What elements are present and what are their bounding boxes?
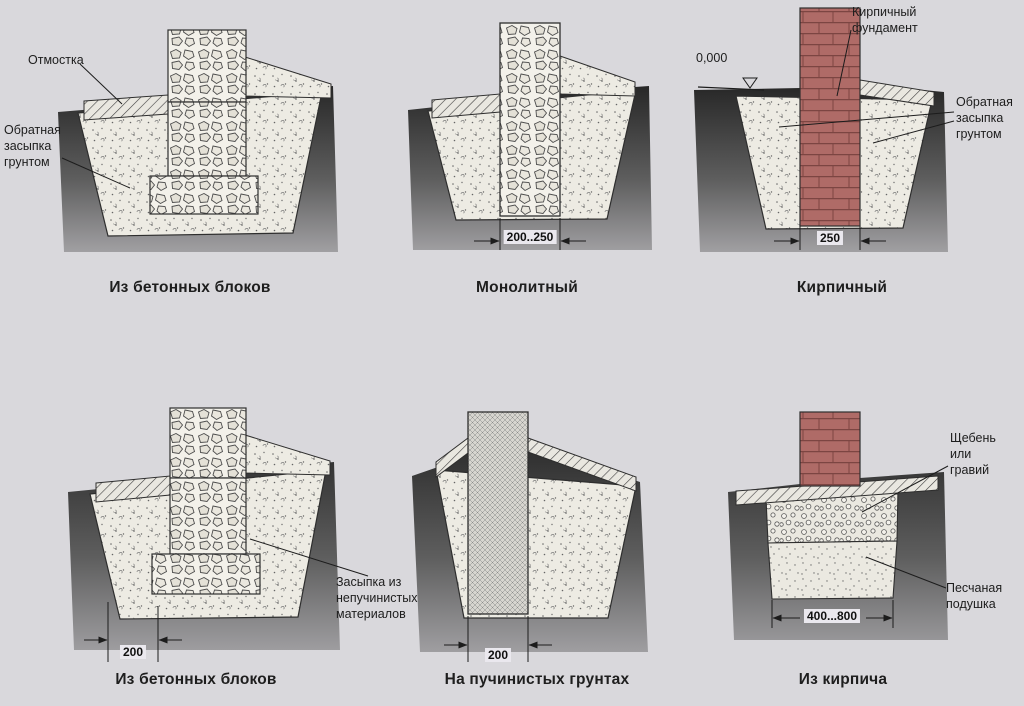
foundation-column bbox=[467, 411, 529, 615]
diagram-blocks-top-left bbox=[58, 29, 338, 252]
monolithic-column bbox=[499, 22, 561, 217]
label-zero-level: 0,000 bbox=[696, 51, 728, 65]
label-gravel: Щебень или гравий bbox=[950, 431, 996, 477]
label-sand-cushion: Песчаная подушка bbox=[946, 581, 1003, 611]
level-mark-triangle bbox=[742, 77, 758, 89]
block-footing bbox=[151, 553, 261, 595]
leader-backfill-b bbox=[872, 120, 955, 144]
block-upper bbox=[169, 407, 247, 479]
block-middle bbox=[167, 101, 247, 177]
diagram-brick-bottom bbox=[728, 411, 949, 640]
backfill-pit bbox=[435, 469, 637, 619]
block-middle bbox=[169, 477, 247, 555]
dimension-text-brick-top: 250 bbox=[816, 231, 844, 245]
dimension-text-brick-bottom: 400...800 bbox=[803, 609, 861, 623]
diagram-blocks-bottom-left bbox=[68, 407, 471, 662]
brick-column bbox=[799, 411, 861, 487]
dimension-brick-bottom bbox=[771, 600, 894, 628]
leader-backfill bbox=[61, 157, 131, 189]
dimension-monolithic bbox=[474, 218, 586, 250]
leader-gravel bbox=[861, 465, 949, 513]
dimension-text-monolithic: 200..250 bbox=[503, 230, 557, 244]
block-upper bbox=[167, 29, 247, 103]
dimension-heaving bbox=[444, 616, 552, 662]
leader-nonheaving-left bbox=[249, 538, 369, 577]
diagram-heaving-soils bbox=[412, 411, 648, 662]
ground-level-line bbox=[697, 86, 765, 91]
dimension-text-blocks-bottom: 200 bbox=[119, 645, 147, 659]
caption-monolithic: Монолитный bbox=[476, 279, 578, 296]
leader-backfill-a bbox=[778, 111, 955, 128]
caption-heaving: На пучинистых грунтах bbox=[444, 671, 630, 688]
caption-blocks-bottom: Из бетонных блоков bbox=[115, 671, 277, 688]
label-brick-foundation: Кирпичный фундамент bbox=[852, 5, 918, 35]
blind-area-right bbox=[244, 434, 331, 476]
sand-cushion-layer bbox=[767, 540, 898, 600]
blind-area-band bbox=[735, 475, 939, 506]
diagram-brick-top bbox=[694, 7, 955, 252]
leader-otmostka bbox=[79, 63, 123, 105]
dimension-text-heaving: 200 bbox=[484, 648, 512, 662]
label-backfill-right: Обратная засыпка грунтом bbox=[956, 95, 1013, 141]
diagram-monolithic bbox=[408, 22, 652, 250]
leader-brick-foundation bbox=[836, 29, 852, 97]
caption-blocks-top: Из бетонных блоков bbox=[109, 279, 271, 296]
blind-area-right bbox=[559, 55, 636, 97]
label-otmostka: Отмостка bbox=[28, 53, 84, 67]
blind-area-right bbox=[244, 56, 332, 99]
block-footing bbox=[149, 175, 259, 215]
caption-brick-top: Кирпичный bbox=[796, 279, 888, 296]
dimension-brick-top bbox=[774, 226, 886, 250]
brick-column bbox=[799, 7, 861, 227]
label-nonheaving-backfill: Засыпка из непучинистых материалов bbox=[336, 575, 418, 621]
dimension-blocks-bottom bbox=[84, 602, 182, 662]
leader-sand bbox=[865, 556, 947, 589]
label-backfill-left: Обратная засыпка грунтом bbox=[4, 123, 61, 169]
caption-brick-bottom: Из кирпича bbox=[798, 671, 888, 688]
